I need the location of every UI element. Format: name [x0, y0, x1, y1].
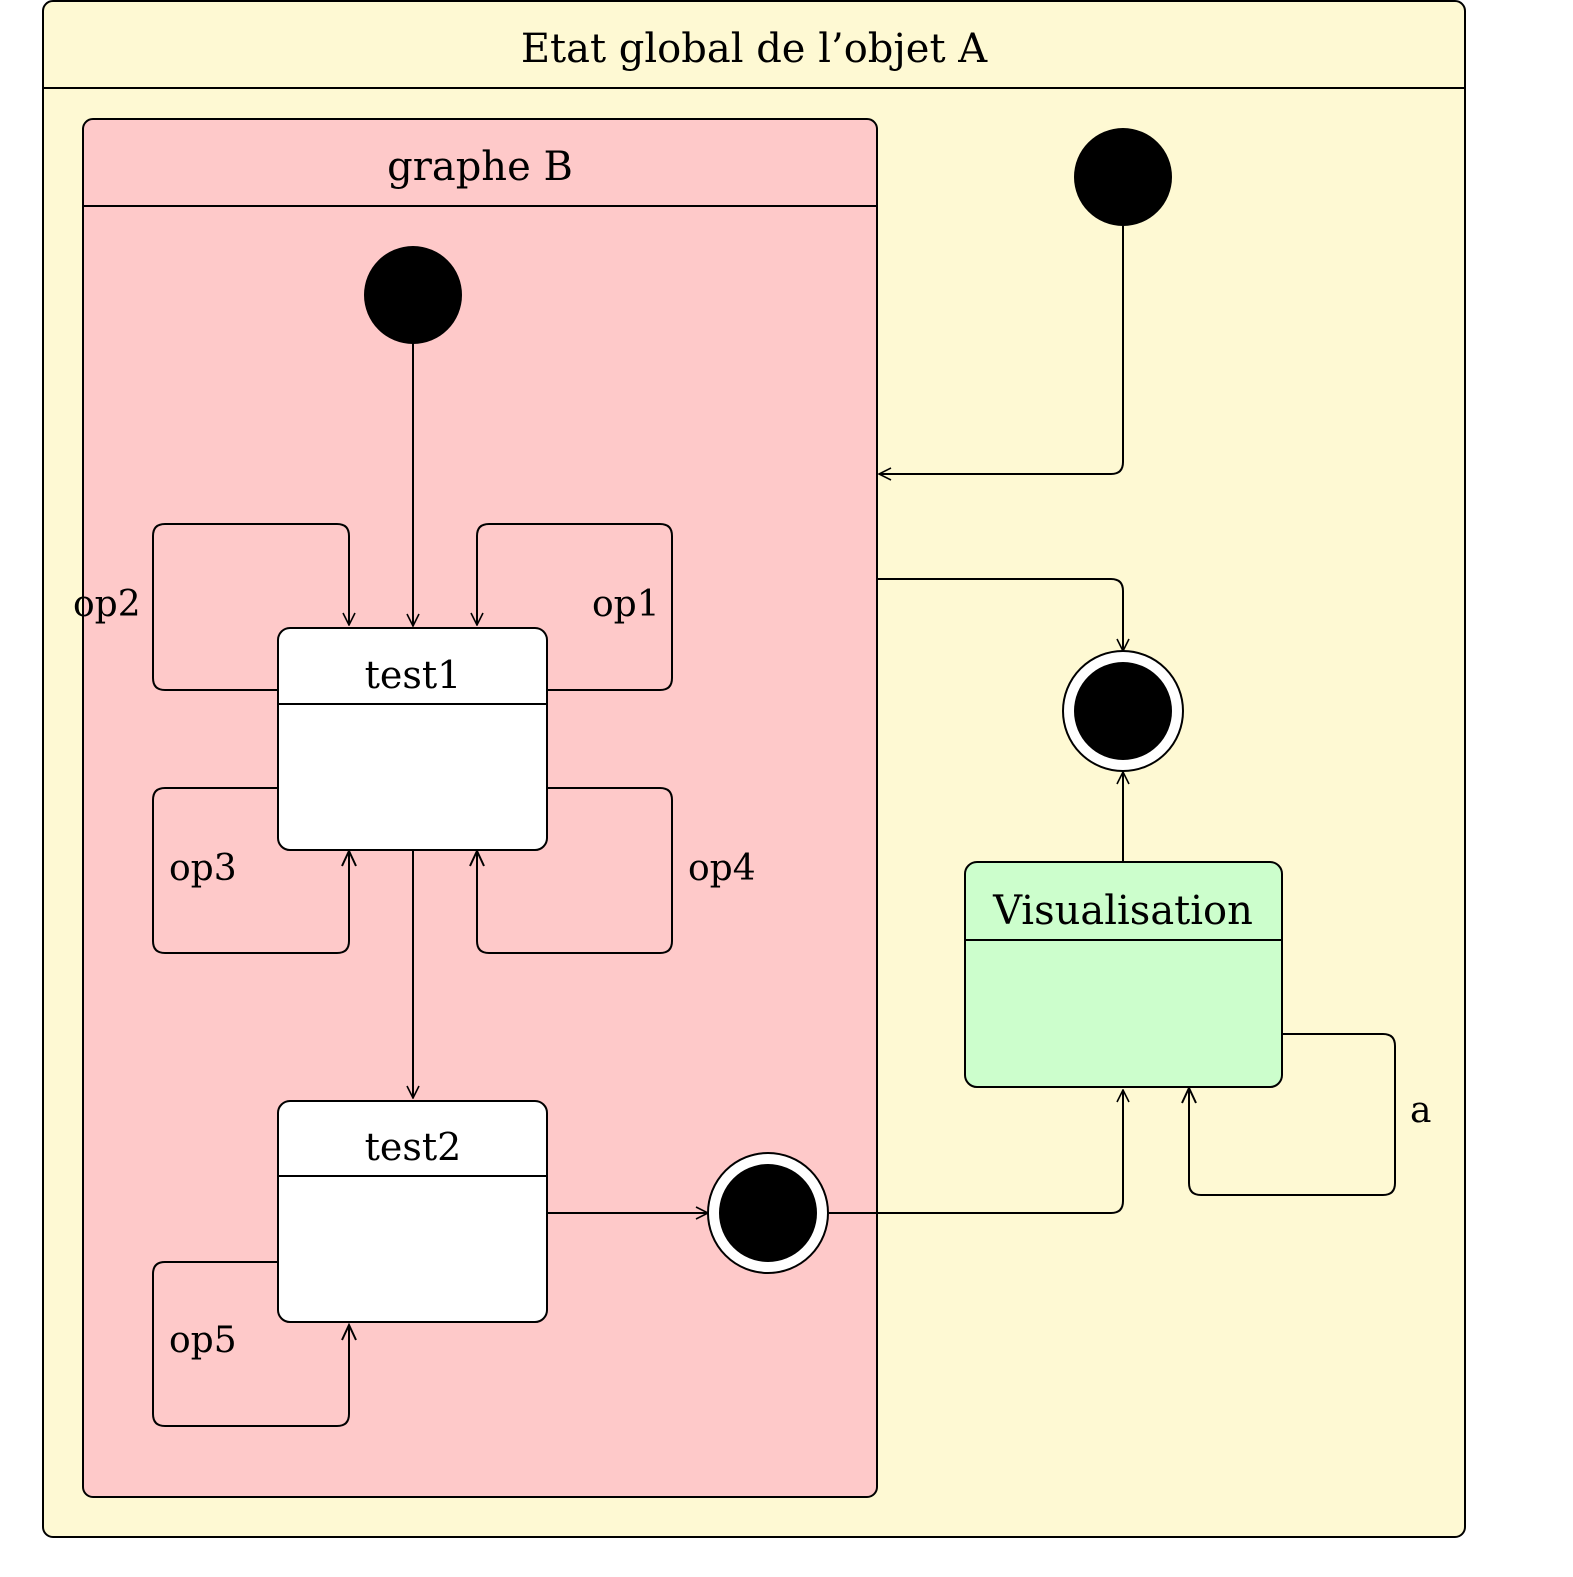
state-test2-title: test2: [365, 1125, 462, 1169]
state-test1-title: test1: [365, 653, 462, 697]
state-test1: test1: [277, 627, 548, 851]
final-state-objet-a: [1062, 650, 1184, 772]
transition-op5: [152, 1261, 350, 1427]
state-visualisation-body: [964, 861, 1283, 1088]
label-op2: op2: [73, 584, 141, 625]
transition-op2: [152, 523, 349, 691]
label-op3: op3: [169, 848, 237, 889]
state-test2-body: [277, 1100, 548, 1323]
label-op5: op5: [169, 1320, 237, 1361]
transition-op3: [152, 787, 350, 954]
state-visualisation-title: Visualisation: [992, 888, 1253, 934]
state-test2: test2: [277, 1100, 548, 1323]
label-op1: op1: [592, 584, 660, 625]
label-a: a: [1410, 1090, 1431, 1131]
final-state-graphe-b: [707, 1152, 829, 1274]
transition-final-b-to-visualisation: [829, 1090, 1123, 1214]
transition-op4: [476, 787, 673, 954]
transition-graphe-b-to-final-a: [877, 578, 1123, 651]
initial-pseudostate-graphe-b: [364, 246, 462, 344]
composite-state-title: graphe B: [387, 144, 573, 190]
state-test1-body: [277, 627, 548, 851]
state-visualisation: Visualisation: [964, 861, 1283, 1088]
transition-op5-arrowhead: [341, 1322, 357, 1341]
transition-a: [1188, 1033, 1396, 1196]
transition-op1: [477, 523, 673, 691]
initial-pseudostate-objet-a: [1074, 128, 1172, 226]
label-op4: op4: [688, 848, 756, 889]
outer-state-title: Etat global de l’objet A: [521, 26, 988, 72]
transition-initial-a-to-graphe-b: [879, 226, 1124, 474]
